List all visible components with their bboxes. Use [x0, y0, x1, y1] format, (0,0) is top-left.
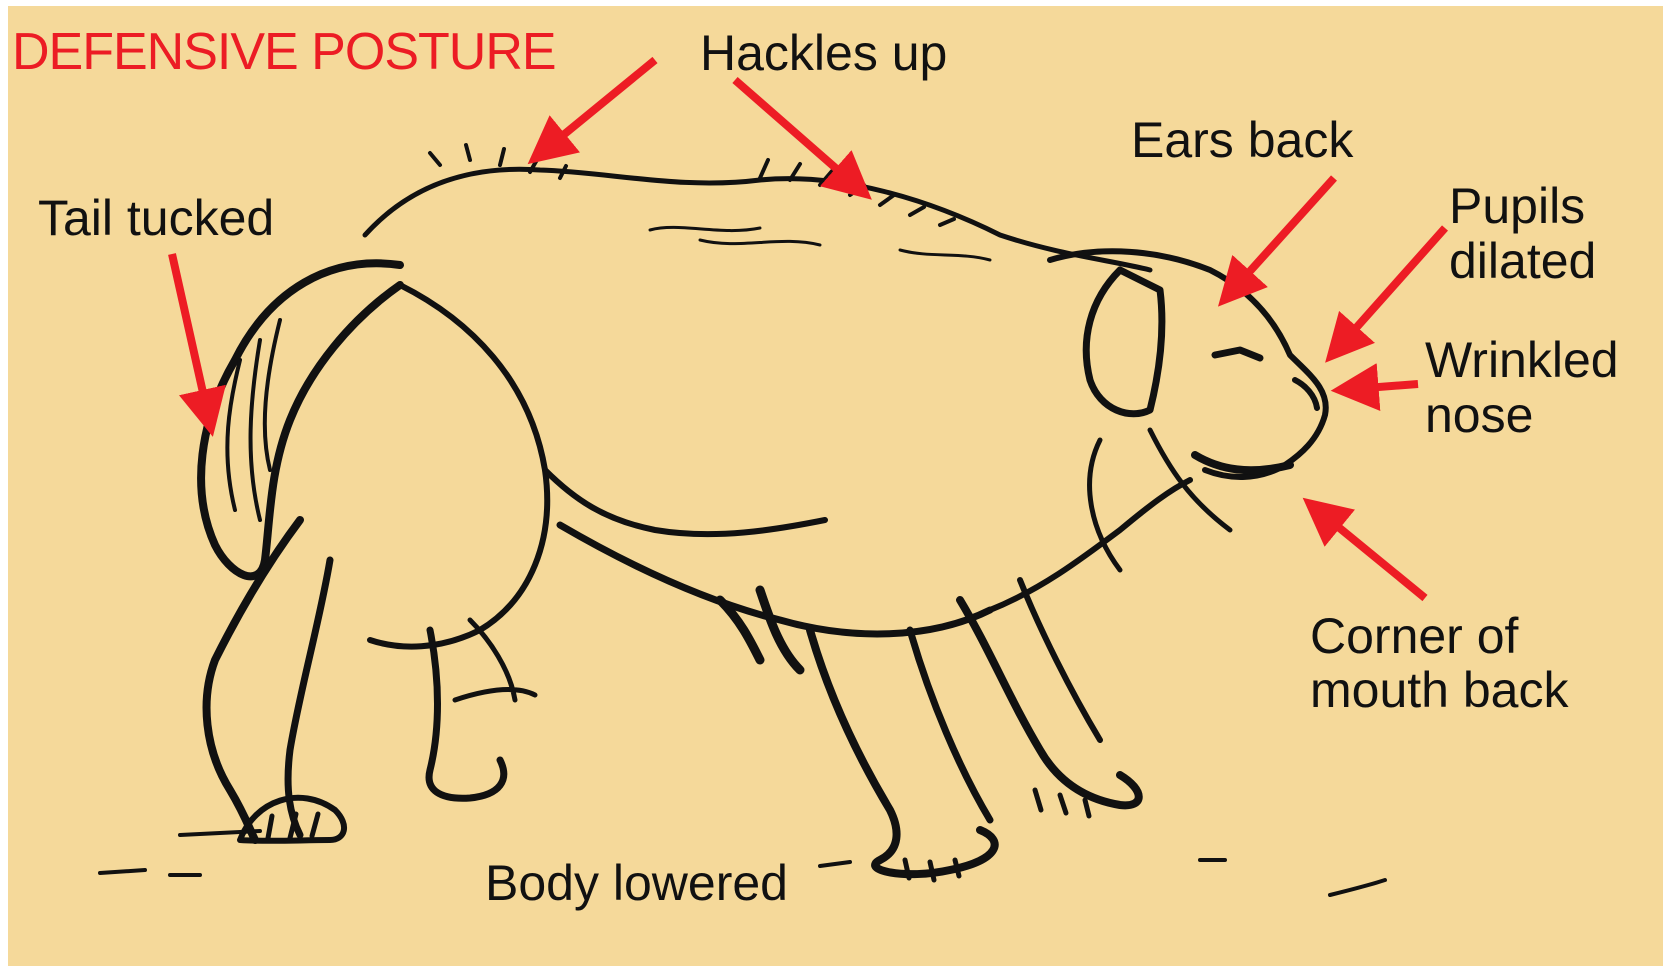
- label-nose-line2: nose: [1425, 390, 1533, 441]
- pupils-arrow: [1340, 228, 1445, 346]
- hackles-arrow-right: [735, 80, 855, 185]
- hackles-arrow-left: [545, 60, 655, 150]
- label-nose-line1: Wrinkled: [1425, 335, 1619, 386]
- label-body: Body lowered: [485, 858, 788, 909]
- mouth-arrow: [1320, 512, 1425, 598]
- diagram-title: DEFENSIVE POSTURE: [12, 26, 556, 79]
- label-pupils-line2: dilated: [1449, 236, 1596, 287]
- ears-arrow: [1233, 178, 1334, 290]
- label-tail: Tail tucked: [38, 193, 274, 244]
- nose-arrow: [1353, 384, 1418, 389]
- label-mouth-line1: Corner of: [1310, 611, 1518, 662]
- tail-arrow: [172, 254, 208, 415]
- label-pupils-line1: Pupils: [1449, 181, 1585, 232]
- label-hackles: Hackles up: [700, 28, 947, 79]
- label-ears: Ears back: [1131, 115, 1353, 166]
- label-mouth-line2: mouth back: [1310, 665, 1568, 716]
